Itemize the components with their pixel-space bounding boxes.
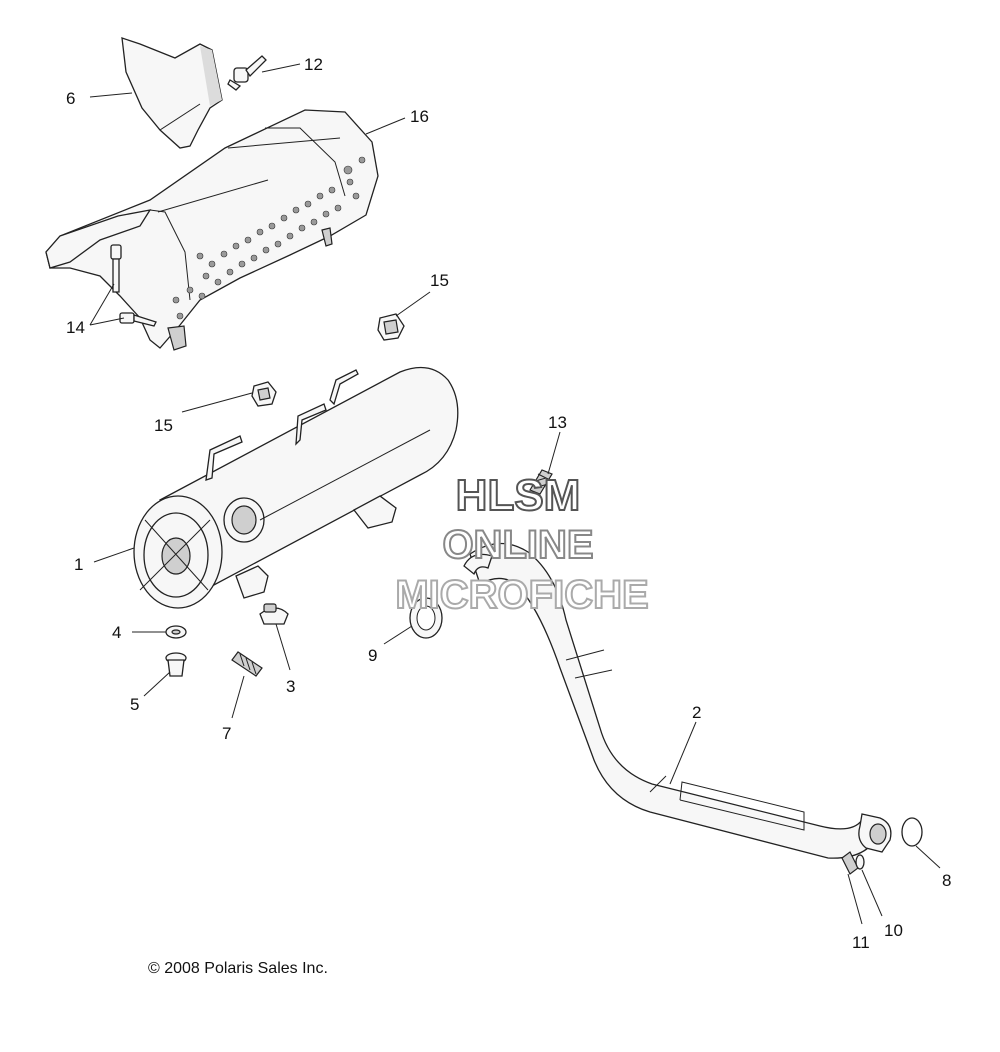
callout-7: 7: [222, 724, 231, 743]
part-8-seal-ring[interactable]: [901, 817, 923, 847]
copyright-notice: © 2008 Polaris Sales Inc.: [148, 960, 328, 977]
part-15-clip-nut-lower[interactable]: [251, 381, 277, 407]
watermark-line-2: ONLINE: [442, 523, 593, 567]
callout-16: 16: [410, 107, 429, 126]
callout-1: 1: [74, 555, 83, 574]
callout-2: 2: [692, 703, 701, 722]
part-15-clip-nut-upper[interactable]: [377, 313, 405, 341]
callout-leaders: [89, 63, 941, 925]
part-14-screws[interactable]: [110, 244, 157, 327]
part-4-washer[interactable]: [165, 625, 187, 639]
part-2-head-pipe[interactable]: [463, 542, 892, 859]
callout-8: 8: [942, 871, 951, 890]
callout-14: 14: [66, 318, 85, 337]
callout-4: 4: [112, 623, 121, 642]
watermark-line-3: MICROFICHE: [395, 573, 648, 617]
part-12-rivet[interactable]: [227, 55, 267, 91]
part-10-washer[interactable]: [855, 854, 865, 870]
callout-5: 5: [130, 695, 139, 714]
part-6-heat-shield-bracket[interactable]: [121, 37, 223, 149]
callout-6: 6: [66, 89, 75, 108]
callout-11: 11: [852, 933, 870, 952]
part-7-spring-clip[interactable]: [231, 651, 263, 677]
part-5-bolt[interactable]: [165, 652, 187, 677]
watermark-line-1: HLSM: [456, 471, 581, 520]
shield-perforations: [172, 156, 366, 320]
callout-9: 9: [368, 646, 377, 665]
callout-labels: 1 2 3 4 5 6 7 8 9 10 11 12 13 14 15 15 1…: [66, 55, 951, 952]
part-1-muffler[interactable]: [133, 366, 459, 609]
callout-13: 13: [548, 413, 567, 432]
part-9-gasket[interactable]: [409, 597, 443, 639]
part-13-spring[interactable]: [529, 469, 553, 495]
part-3-plug[interactable]: [259, 603, 289, 625]
callout-10: 10: [884, 921, 903, 940]
callout-3: 3: [286, 677, 295, 696]
callout-12: 12: [304, 55, 323, 74]
watermark: HLSM ONLINE MICROFICHE: [394, 470, 649, 618]
callout-15-upper: 15: [430, 271, 449, 290]
callout-15-lower: 15: [154, 416, 173, 435]
part-16-perforated-heat-shield[interactable]: [45, 109, 379, 351]
